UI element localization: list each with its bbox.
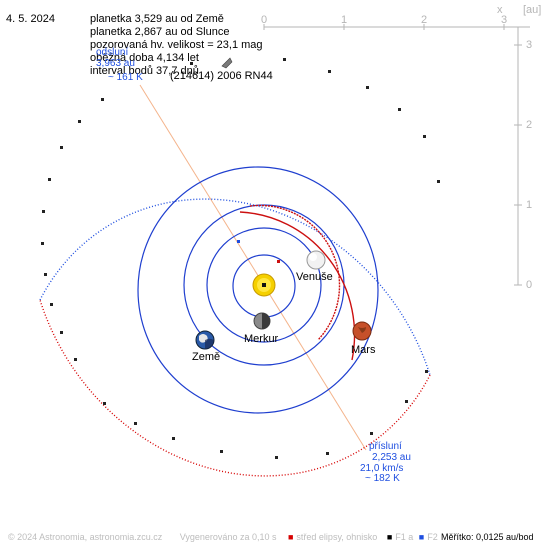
x-axis-label: x <box>497 4 503 16</box>
y-tick-0: 0 <box>526 279 533 291</box>
y-tick-3: 3 <box>526 39 533 51</box>
perihelion-speed: 21,0 km/s <box>360 463 404 474</box>
info-period: oběžná doba 4,134 let <box>90 52 199 64</box>
y-tick-2: 2 <box>526 119 533 131</box>
mercury-label: Merkur <box>244 333 279 345</box>
y-axis <box>514 27 522 286</box>
mars-orbit <box>137 166 379 414</box>
scale-label: Měřítko: 0,0125 au/bod <box>441 532 534 542</box>
sun <box>252 273 276 297</box>
x-tick-3: 3 <box>501 14 508 26</box>
info-magnitude: pozorovaná hv. velikost = 23,1 mag <box>90 39 263 51</box>
unit-label: [au] <box>523 4 542 16</box>
x-tick-0: 0 <box>261 14 268 26</box>
orbit-points <box>41 58 440 459</box>
legend-center-dot: ■ <box>287 532 294 542</box>
asteroid-orbit-lower <box>39 299 431 477</box>
legend-f2-text: F2 <box>427 532 438 542</box>
mars <box>352 321 372 341</box>
legend-f1-text: F1 a <box>395 532 414 542</box>
copyright-text: © 2024 Astronomia, astronomia.zcu.cz <box>8 532 163 542</box>
x-axis <box>263 24 530 30</box>
earth-orbit-below <box>249 204 341 341</box>
legend-f1-dot: ■ <box>386 532 393 542</box>
f2-marker <box>237 240 240 243</box>
venus <box>306 250 326 270</box>
date-label: 4. 5. 2024 <box>6 13 55 25</box>
info-interval: interval bodů 37,7 dnů <box>90 65 199 77</box>
mercury <box>253 312 271 330</box>
apsis-line <box>139 84 367 451</box>
asteroid-position <box>221 57 233 69</box>
generated-text: Vygenerováno za 0,10 s <box>179 532 277 542</box>
legend-center-text: střed elipsy, ohnisko <box>296 532 378 542</box>
y-tick-1: 1 <box>526 199 533 211</box>
mars-label: Mars <box>351 344 376 356</box>
perihelion-temp: ~ 182 K <box>365 473 400 484</box>
asteroid-orbit-upper <box>39 198 431 376</box>
earth <box>195 330 215 350</box>
perihelion-distance: 2,253 au <box>372 452 411 463</box>
perihelion-label: přísluní <box>369 441 402 452</box>
venus-orbit <box>206 227 322 343</box>
footer: © 2024 Astronomia, astronomia.zcu.cz Vyg… <box>8 532 441 542</box>
object-name: (214614) 2006 RN44 <box>170 70 273 82</box>
venus-label: Venuše <box>296 271 333 283</box>
info-earth-distance: planetka 3,529 au od Země <box>90 13 224 25</box>
aphelion-distance: 3,963 au <box>96 58 135 69</box>
earth-label: Země <box>192 351 221 363</box>
aphelion-temp: ~ 161 K <box>108 72 143 83</box>
x-tick-1: 1 <box>341 14 348 26</box>
aphelion-label: odsluní <box>96 47 129 58</box>
legend-f2-dot: ■ <box>418 532 425 542</box>
info-sun-distance: planetka 2,867 au od Slunce <box>90 26 230 38</box>
x-tick-2: 2 <box>421 14 428 26</box>
center-marker <box>277 260 280 263</box>
